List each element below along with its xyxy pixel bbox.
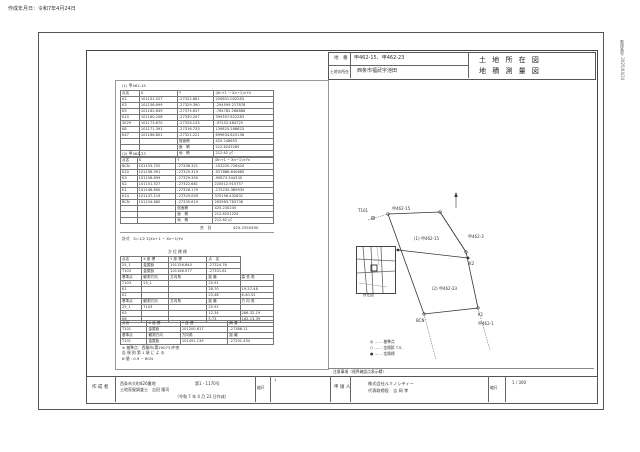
- plot-label: T101: [357, 208, 369, 213]
- survey-point-icon: [386, 212, 390, 216]
- plot-label: (1) 甲462-15: [414, 236, 440, 241]
- legend-item: ● …… 金属標: [370, 350, 395, 356]
- plot-label: BCN: [416, 318, 424, 323]
- creator-date: （令和 7 年 4 月 23 日作成）: [175, 394, 229, 399]
- bearing-title: 方 位 標 標: [168, 249, 187, 254]
- location-label: 土地の所在: [330, 69, 349, 74]
- print-date: 作成年月日：令和7年4月24日: [8, 6, 76, 12]
- table-cell: 地 積: [175, 217, 214, 224]
- boundary-note: 注意事項（境界確認点表示欄）: [333, 369, 387, 374]
- formula-note: 計式 S=1/2 Σ(Xn+1 − Xn−1)Yn: [122, 236, 184, 241]
- total-value: 425.2550590: [233, 225, 259, 230]
- table-cell: T101: [119, 338, 148, 345]
- creator-title: 土地家屋調査士 吉田 隆司: [120, 387, 170, 392]
- table-cell: 212.62 ㎡: [212, 217, 274, 224]
- table-cell: 101491.139: [179, 338, 229, 345]
- plot-label: K1: [478, 312, 484, 317]
- applicant-heading: 申 請 人: [334, 385, 351, 390]
- survey-point-icon: [422, 312, 426, 316]
- title-line2: 地 積 測 量 図: [479, 67, 541, 75]
- survey-point-icon: [466, 256, 470, 260]
- parcel-outline: [387, 211, 479, 315]
- notes: ※ 基準点：西條市(第29073)中央 告 規 則 第 1 項 に よ る B …: [122, 346, 179, 360]
- plot-label: (2) 甲462-23: [432, 286, 458, 291]
- scale-value: 1 / 300: [512, 380, 527, 385]
- plot-label: K2: [469, 261, 475, 266]
- table-cell: [138, 150, 178, 157]
- table-cell: [120, 217, 138, 224]
- location-inset: [356, 246, 396, 294]
- location-map-caption: 所在図: [363, 293, 374, 297]
- table-cell: [136, 217, 177, 224]
- plot-label: 甲462-1: [478, 321, 494, 326]
- title-line1: 土 地 所 在 図: [479, 56, 541, 64]
- scale-label: 縮尺: [490, 385, 498, 390]
- legend-item: ◎ …… 基準点: [370, 339, 395, 344]
- chiban-value: 甲462-15、甲462-23: [354, 55, 405, 61]
- parcel-divider: [397, 249, 469, 259]
- table-cell: 金属鋲: [146, 338, 181, 345]
- note-line: ※ 基準点：西條市(第29073)中央: [122, 345, 180, 350]
- table2-title: (2) 甲462-23: [122, 151, 146, 156]
- north-arrow-icon: [454, 192, 458, 208]
- table1-title: (1) 甲462-15: [122, 83, 146, 88]
- creator-no: 第1 - 1170号: [195, 381, 220, 386]
- note-line: B 値 : 0.9 ~ BCN: [122, 355, 153, 361]
- survey-plot: 甲462-15 (1) 甲462-15 甲462-3 (2) 甲462-23 甲…: [357, 192, 494, 361]
- scale-small-label: 縮尺: [257, 385, 265, 390]
- survey-point-icon: [438, 210, 442, 214]
- footer-block: [86, 376, 598, 404]
- survey-point-icon: [396, 248, 400, 252]
- survey-point-icon: [476, 306, 480, 310]
- location-value: 西条市福武字池田: [357, 68, 398, 74]
- chiban-label: 地 番: [334, 56, 348, 61]
- table-cell: -27291.434: [227, 338, 274, 345]
- survey-point-icon: [464, 250, 468, 254]
- note-line: 告 規 則 第 1 項 に よ る: [122, 350, 165, 356]
- benchmark-icon: [370, 215, 376, 221]
- table-cell: 212.62 ㎡: [213, 150, 274, 157]
- legend-item: ○ …… 金属鋲 T.S.: [370, 344, 403, 350]
- location-map: [357, 247, 395, 293]
- calc-area: [115, 80, 329, 370]
- title-block: [328, 52, 596, 80]
- side-stamp: 整理番号 2025/04/24: [620, 40, 625, 81]
- creator-label: 作 成 者: [92, 385, 109, 390]
- total-label: 合 計: [200, 225, 212, 230]
- table-cell: 地 積: [176, 150, 215, 157]
- number-value: 1: [274, 377, 277, 382]
- legend: ◎ …… 基準点 ○ …… 金属鋲 T.S. ● …… 金属標: [370, 340, 403, 355]
- creator-address: 西条市大町826番地: [120, 381, 156, 386]
- plot-label: 甲462-3: [468, 234, 484, 239]
- drawing-frame: [38, 32, 604, 410]
- plot-label: 甲462-15: [392, 206, 411, 211]
- applicant-name: 株式会社ルミノシティー: [368, 381, 414, 386]
- applicant-representative: 代表取締役 吉 岡 孝: [368, 388, 409, 393]
